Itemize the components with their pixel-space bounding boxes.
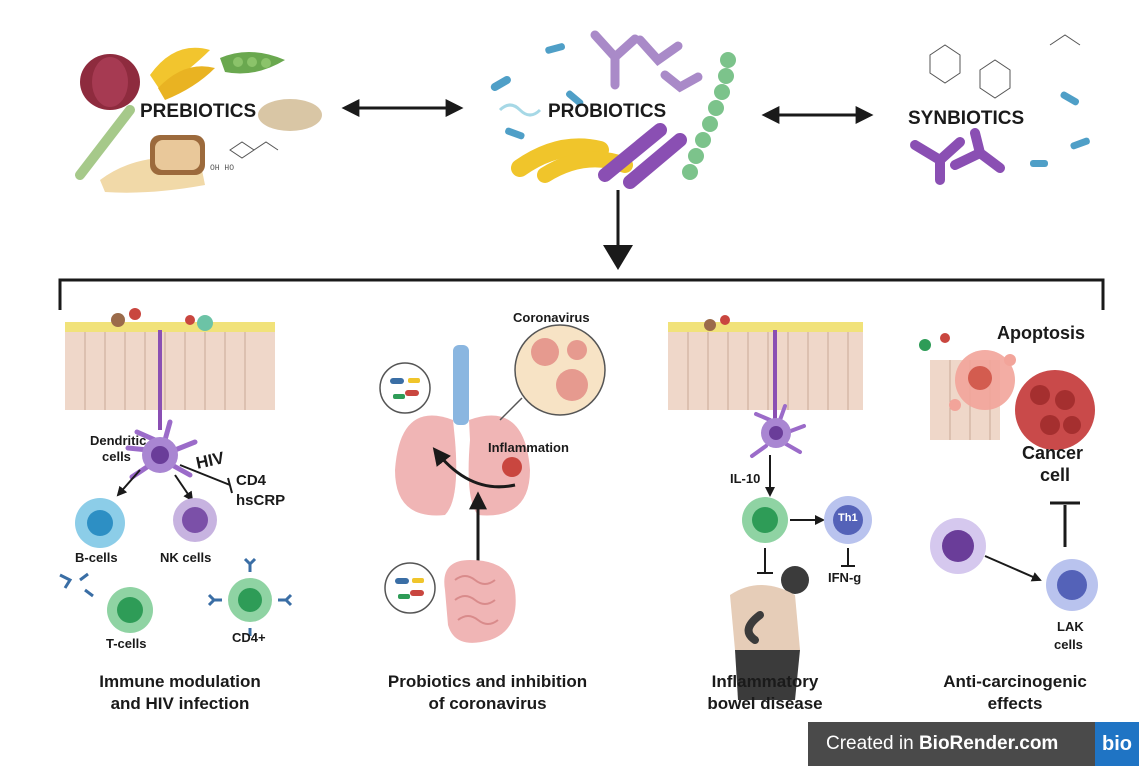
t-cell-icon: [107, 587, 153, 633]
lak-cell-icon: [1046, 559, 1098, 611]
th1-label: Th1: [838, 512, 858, 524]
panel3-caption-line1: Inflammatory: [711, 672, 819, 691]
coronavirus-icon: [514, 324, 606, 416]
cancer-cell-label: cell: [1040, 465, 1071, 485]
b-cell-icon: [75, 498, 125, 548]
panel1-caption-line2: and HIV infection: [110, 694, 250, 713]
ifng-label: IFN-g: [828, 570, 862, 585]
panel1-caption-line1: Immune modulation: [99, 672, 261, 691]
panel-bracket: [58, 278, 1105, 310]
badge-prefix: Created in: [826, 733, 919, 754]
synbiotics-illustration: [910, 34, 1090, 185]
probiotic-circle-top-icon: [379, 362, 431, 414]
panel4-caption-line1: Anti-carcinogenic: [943, 672, 1087, 691]
apoptotic-cell-icon: [949, 350, 1016, 411]
panel4-caption-line2: effects: [987, 694, 1043, 713]
biorender-logo-icon: bio: [1095, 722, 1139, 766]
synbiotics-label: SYNBIOTICS: [908, 108, 1025, 129]
cancer-cell-icon: [1015, 370, 1095, 450]
t-cells-label: T-cells: [106, 636, 147, 651]
probiotics-label: PROBIOTICS: [548, 101, 667, 122]
coronavirus-label: Coronavirus: [513, 310, 590, 325]
apoptosis-label: Apoptosis: [997, 323, 1085, 343]
dendritic-label: Dendritic: [90, 433, 147, 448]
svg-text:OH HO: OH HO: [210, 164, 234, 173]
lak-label: LAK: [1057, 619, 1084, 634]
panel2-caption-line2: of coronavirus: [428, 694, 547, 713]
panel4-caption: Anti-carcinogenic effects: [915, 671, 1115, 715]
immune-cell-icon: [930, 518, 986, 574]
panel3-epithelium: [668, 315, 863, 420]
probiotic-circle-bottom-icon: [384, 562, 436, 614]
dendritic-cells-label: cells: [102, 449, 131, 464]
probiotics-bacteria-illustration: [490, 30, 736, 189]
lungs-illustration: [395, 345, 530, 516]
biorender-badge-text: Created in BioRender.com: [808, 733, 1091, 755]
cd4-cell-icon: [207, 557, 293, 636]
cd4-label: CD4: [236, 472, 267, 489]
panel3-caption: Inflammatory bowel disease: [680, 671, 850, 715]
prebiotics-foods-illustration: OH HO: [75, 47, 322, 193]
cancer-label: Cancer: [1022, 443, 1084, 463]
patient-abdominal-pain-illustration: [730, 566, 809, 700]
panel3-caption-line2: bowel disease: [707, 694, 823, 713]
intestine-illustration: [444, 560, 516, 643]
badge-brand: BioRender.com: [918, 733, 1059, 754]
hscrp-label: hsCRP: [236, 492, 286, 509]
b-cells-label: B-cells: [75, 550, 118, 565]
panel1-caption: Immune modulation and HIV infection: [60, 671, 300, 715]
panel3-dendritic-cell-icon: [750, 404, 806, 458]
dendritic-cell-icon: [125, 419, 198, 480]
nk-cells-label: NK cells: [160, 550, 212, 565]
panel2-caption: Probiotics and inhibition of coronavirus: [355, 671, 620, 715]
biorender-badge[interactable]: Created in BioRender.com bio: [808, 722, 1139, 766]
nk-cell-icon: [173, 498, 217, 542]
inflammation-label: Inflammation: [488, 440, 569, 455]
prebiotics-label: PREBIOTICS: [140, 101, 257, 122]
lak-cells-label: cells: [1054, 637, 1083, 652]
antibody-icon: [59, 572, 94, 598]
panel1-epithelium: [65, 308, 275, 430]
cd4plus-label: CD4+: [232, 630, 266, 645]
il10-label: IL-10: [730, 471, 761, 486]
panel2-caption-line1: Probiotics and inhibition: [387, 672, 588, 691]
th1-cell-icon: [824, 496, 872, 544]
regulatory-t-cell-icon: [742, 497, 788, 543]
